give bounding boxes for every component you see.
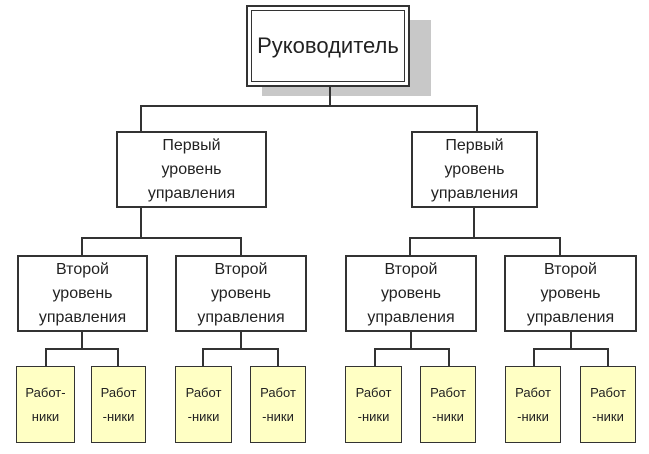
- level1-label: Первый уровень управления: [147, 136, 236, 202]
- connector-worker-drop: [448, 348, 450, 367]
- connector-l1-right-drop: [476, 105, 478, 132]
- connector-worker-drop: [374, 348, 376, 367]
- connector-worker-drop: [45, 348, 47, 367]
- worker-label: Работ -ники: [260, 384, 296, 424]
- connector-worker-drop: [117, 348, 119, 367]
- connector-worker-horizontal: [45, 348, 119, 350]
- connector-l2-right-horizontal: [409, 237, 561, 239]
- level2-node: Второй уровень управления: [17, 255, 148, 332]
- worker-label: Работ -ники: [185, 384, 222, 424]
- level2-node: Второй уровень управления: [175, 255, 307, 332]
- level2-node: Второй уровень управления: [504, 255, 637, 332]
- worker-label: Работ -ники: [430, 384, 466, 424]
- worker-label: Работ -ники: [100, 384, 137, 424]
- connector-l1-left-stem: [140, 207, 142, 238]
- level2-label: Второй уровень управления: [526, 260, 615, 326]
- level1-label: Первый уровень управления: [430, 136, 519, 202]
- connector-root-horizontal: [140, 105, 478, 107]
- connector-worker-horizontal: [202, 348, 279, 350]
- connector-worker-stem: [570, 331, 572, 349]
- connector-worker-drop: [277, 348, 279, 367]
- level2-label: Второй уровень управления: [38, 260, 127, 326]
- connector-worker-horizontal: [374, 348, 450, 350]
- root-inner-border: [251, 10, 405, 82]
- worker-label: Работ -ники: [355, 384, 392, 424]
- connector-l2-drop: [81, 237, 83, 256]
- worker-node: Работ -ники: [580, 366, 636, 443]
- worker-node: Работ -ники: [345, 366, 402, 443]
- connector-worker-stem: [81, 331, 83, 349]
- worker-node: Работ -ники: [175, 366, 232, 443]
- connector-l2-drop: [409, 237, 411, 256]
- worker-node: Работ- ники: [16, 366, 75, 443]
- connector-worker-drop: [607, 348, 609, 367]
- connector-l1-left-drop: [140, 105, 142, 132]
- connector-worker-stem: [410, 331, 412, 349]
- worker-label: Работ- ники: [25, 384, 66, 424]
- worker-node: Работ -ники: [420, 366, 476, 443]
- worker-node: Работ -ники: [91, 366, 146, 443]
- worker-label: Работ -ники: [590, 384, 626, 424]
- level1-node: Первый уровень управления: [411, 131, 538, 208]
- level2-label: Второй уровень управления: [367, 260, 455, 326]
- root-node: Руководитель: [246, 5, 410, 87]
- worker-label: Работ -ники: [515, 384, 551, 424]
- connector-worker-horizontal: [533, 348, 609, 350]
- connector-l1-right-stem: [473, 207, 475, 238]
- connector-l2-drop: [240, 237, 242, 256]
- root-label: Руководитель: [257, 33, 399, 58]
- worker-node: Работ -ники: [505, 366, 561, 443]
- connector-l2-drop: [559, 237, 561, 256]
- connector-worker-stem: [240, 331, 242, 349]
- level2-node: Второй уровень управления: [345, 255, 477, 332]
- level1-node: Первый уровень управления: [116, 131, 267, 208]
- level2-label: Второй уровень управления: [197, 260, 285, 326]
- worker-node: Работ -ники: [250, 366, 306, 443]
- connector-root-stem: [329, 87, 331, 107]
- connector-l2-left-horizontal: [81, 237, 242, 239]
- connector-worker-drop: [202, 348, 204, 367]
- connector-worker-drop: [533, 348, 535, 367]
